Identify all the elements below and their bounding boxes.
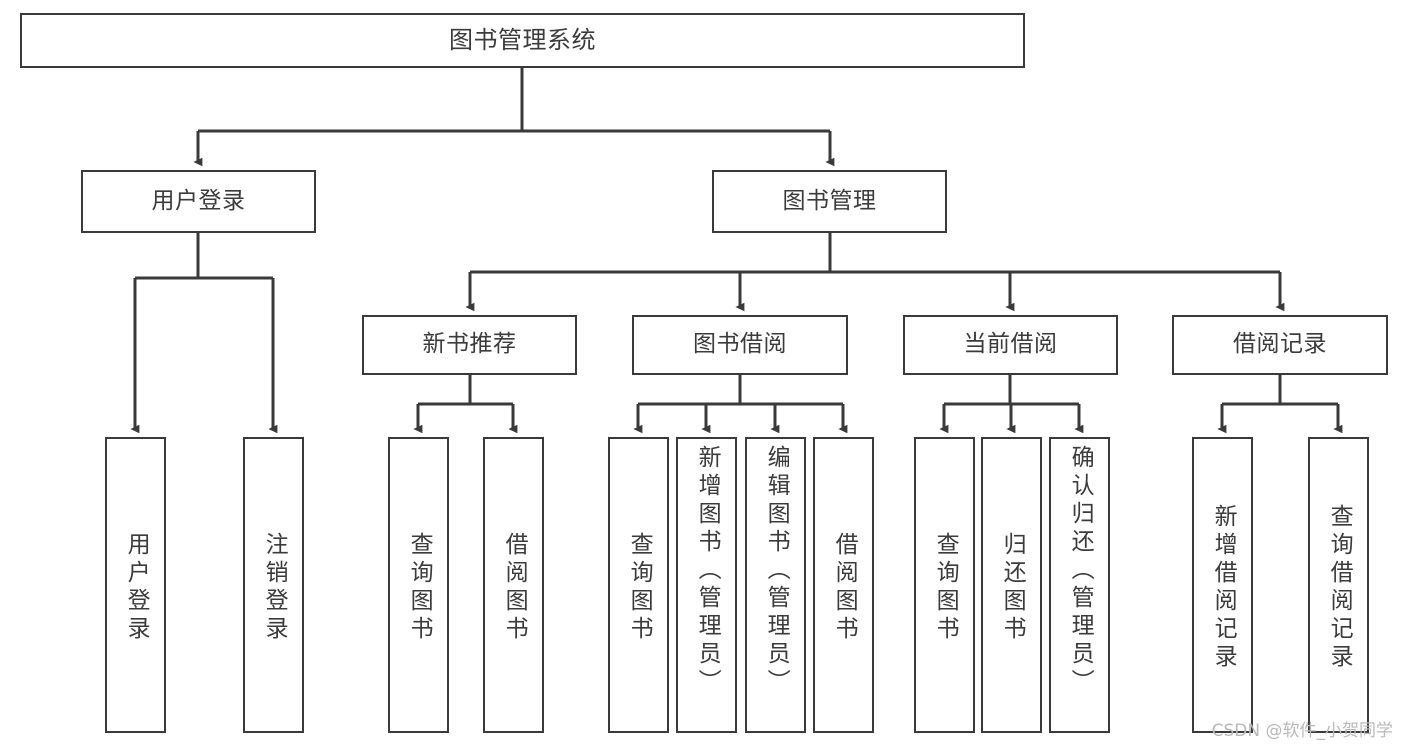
leaf-confirm-return-admin-label: 确认归还（管理员） <box>1067 445 1094 697</box>
node-current-borrow[interactable]: 当前借阅 <box>903 315 1118 375</box>
leaf-query-borrow-record-label: 查询借阅记录 <box>1326 504 1353 672</box>
node-root[interactable]: 图书管理系统 <box>20 13 1025 68</box>
leaf-return-book[interactable]: 归还图书 <box>981 437 1042 733</box>
node-borrow-record-label: 借阅记录 <box>1233 331 1327 358</box>
leaf-borrow-book-2[interactable]: 借阅图书 <box>813 437 874 733</box>
leaf-query-book-2[interactable]: 查询图书 <box>608 437 669 733</box>
leaf-logout-label: 注销登录 <box>261 532 288 644</box>
leaf-query-book-1[interactable]: 查询图书 <box>388 437 449 733</box>
node-user-login-label: 用户登录 <box>151 187 246 214</box>
leaf-add-book-admin[interactable]: 新增图书（管理员） <box>676 437 737 733</box>
leaf-edit-book-admin-label: 编辑图书（管理员） <box>763 445 790 697</box>
leaf-user-login-label: 用户登录 <box>123 532 150 644</box>
leaf-add-borrow-record[interactable]: 新增借阅记录 <box>1192 437 1253 733</box>
leaf-query-book-2-label: 查询图书 <box>626 532 653 644</box>
node-user-login[interactable]: 用户登录 <box>81 170 316 233</box>
leaf-borrow-book-1[interactable]: 借阅图书 <box>483 437 544 733</box>
node-book-borrow[interactable]: 图书借阅 <box>632 315 848 375</box>
leaf-query-book-1-label: 查询图书 <box>406 532 433 644</box>
node-new-book-recommend-label: 新书推荐 <box>422 331 517 358</box>
node-book-borrow-label: 图书借阅 <box>693 331 787 358</box>
node-book-management[interactable]: 图书管理 <box>712 170 947 233</box>
watermark: CSDN @软件_小贺同学 <box>1211 721 1393 741</box>
leaf-borrow-book-1-label: 借阅图书 <box>501 532 528 644</box>
leaf-confirm-return-admin[interactable]: 确认归还（管理员） <box>1049 437 1110 733</box>
leaf-return-book-label: 归还图书 <box>999 532 1026 644</box>
leaf-logout[interactable]: 注销登录 <box>243 437 304 733</box>
node-new-book-recommend[interactable]: 新书推荐 <box>362 315 577 375</box>
node-root-label: 图书管理系统 <box>449 26 596 55</box>
node-borrow-record[interactable]: 借阅记录 <box>1172 315 1388 375</box>
leaf-add-book-admin-label: 新增图书（管理员） <box>694 445 721 697</box>
leaf-edit-book-admin[interactable]: 编辑图书（管理员） <box>745 437 806 733</box>
leaf-add-borrow-record-label: 新增借阅记录 <box>1210 504 1237 672</box>
leaf-user-login[interactable]: 用户登录 <box>105 437 166 733</box>
leaf-query-borrow-record[interactable]: 查询借阅记录 <box>1308 437 1369 733</box>
leaf-query-book-3[interactable]: 查询图书 <box>914 437 975 733</box>
leaf-borrow-book-2-label: 借阅图书 <box>831 532 858 644</box>
leaf-query-book-3-label: 查询图书 <box>932 532 959 644</box>
node-book-management-label: 图书管理 <box>782 187 877 214</box>
node-current-borrow-label: 当前借阅 <box>963 331 1058 358</box>
